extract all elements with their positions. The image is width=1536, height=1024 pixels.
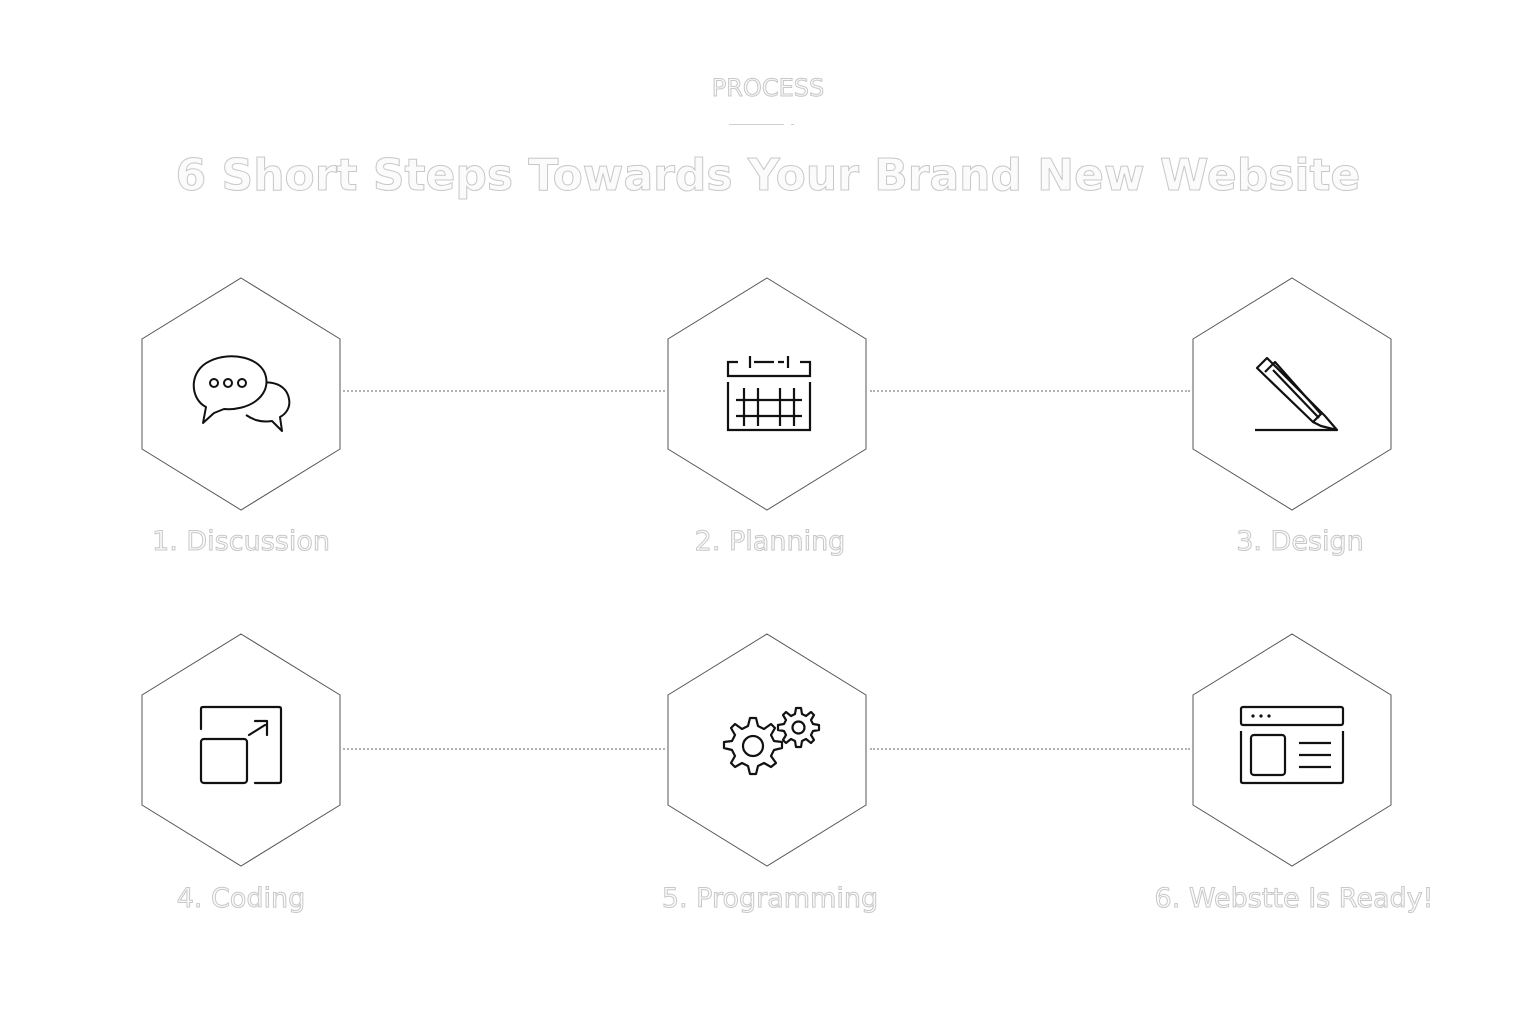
step-3-label: 3. Design (1236, 526, 1365, 558)
hexagon-frame (667, 277, 867, 511)
step-4-label: 4. Coding (176, 883, 306, 915)
step-1-hexagon (141, 277, 341, 511)
step-2-hexagon (667, 277, 867, 511)
connector-2-3 (870, 390, 1190, 392)
step-5-hexagon (667, 633, 867, 867)
chat-bubbles-icon (192, 355, 291, 432)
section-eyebrow: PROCESS (711, 74, 825, 103)
step-6-hexagon (1192, 633, 1392, 867)
gears-icon (722, 706, 821, 775)
resize-window-icon (199, 706, 283, 785)
hexagon-frame (1192, 277, 1392, 511)
step-6-label: 6. Webstte Is Ready! (1154, 883, 1434, 915)
pencil-icon (1255, 356, 1339, 432)
connector-5-6 (870, 748, 1190, 750)
hexagon-frame (141, 633, 341, 867)
calendar-icon (726, 356, 812, 432)
step-4-hexagon (141, 633, 341, 867)
browser-window-icon (1239, 706, 1345, 785)
hexagon-frame (1192, 633, 1392, 867)
step-1-label: 1. Discussion (152, 526, 331, 558)
step-5-label: 5. Programming (661, 883, 879, 915)
step-3-hexagon (1192, 277, 1392, 511)
eyebrow-divider-dot (791, 124, 794, 125)
step-2-label: 2. Planning (694, 526, 846, 558)
connector-1-2 (343, 390, 665, 392)
hexagon-frame (667, 633, 867, 867)
section-headline: 6 Short Steps Towards Your Brand New Web… (175, 150, 1361, 202)
eyebrow-divider (729, 124, 784, 125)
connector-4-5 (343, 748, 665, 750)
